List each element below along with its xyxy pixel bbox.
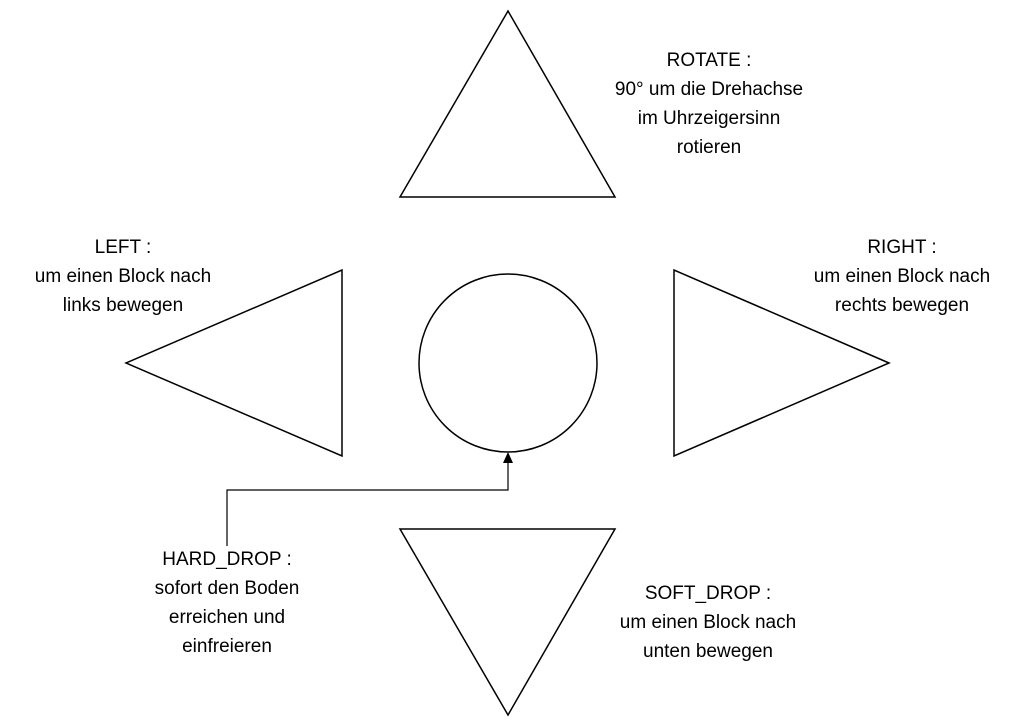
right-label: RIGHT : um einen Block nach rechts beweg… — [782, 233, 1022, 320]
hard-drop-center-circle — [418, 273, 598, 453]
left-line-2: links bewegen — [62, 295, 184, 316]
rotate-line-1: 90° um die Drehachse — [614, 79, 804, 100]
rotate-up-triangle — [398, 9, 617, 198]
left-triangle — [124, 268, 343, 458]
hard-drop-line-1: sofort den Boden — [154, 578, 300, 599]
soft-drop-title: SOFT_DROP : — [644, 583, 772, 604]
soft-drop-label: SOFT_DROP : um einen Block nach unten be… — [588, 579, 828, 666]
left-label: LEFT : um einen Block nach links bewegen — [3, 233, 243, 320]
right-line-1: um einen Block nach — [813, 266, 991, 287]
soft-drop-down-triangle — [398, 528, 617, 717]
left-title: LEFT : — [94, 237, 152, 258]
hard-drop-title: HARD_DROP : — [162, 549, 292, 570]
hard-drop-line-3: einfreieren — [182, 636, 272, 657]
left-line-1: um einen Block nach — [34, 266, 212, 287]
hard-drop-line-2: erreichen und — [168, 607, 286, 628]
rotate-line-3: rotieren — [676, 137, 742, 158]
soft-drop-line-1: um einen Block nach — [619, 612, 797, 633]
hard-drop-label: HARD_DROP : sofort den Boden erreichen u… — [127, 545, 327, 661]
right-triangle — [673, 268, 891, 458]
right-title: RIGHT : — [867, 237, 937, 258]
rotate-label: ROTATE : 90° um die Drehachse im Uhrzeig… — [579, 46, 839, 162]
soft-drop-line-2: unten bewegen — [643, 641, 773, 662]
hard-drop-arrowhead — [503, 452, 513, 463]
right-line-2: rechts bewegen — [834, 295, 970, 316]
rotate-title: ROTATE : — [666, 50, 752, 71]
hard-drop-connector-line — [226, 462, 509, 546]
rotate-line-2: im Uhrzeigersinn — [637, 108, 781, 129]
